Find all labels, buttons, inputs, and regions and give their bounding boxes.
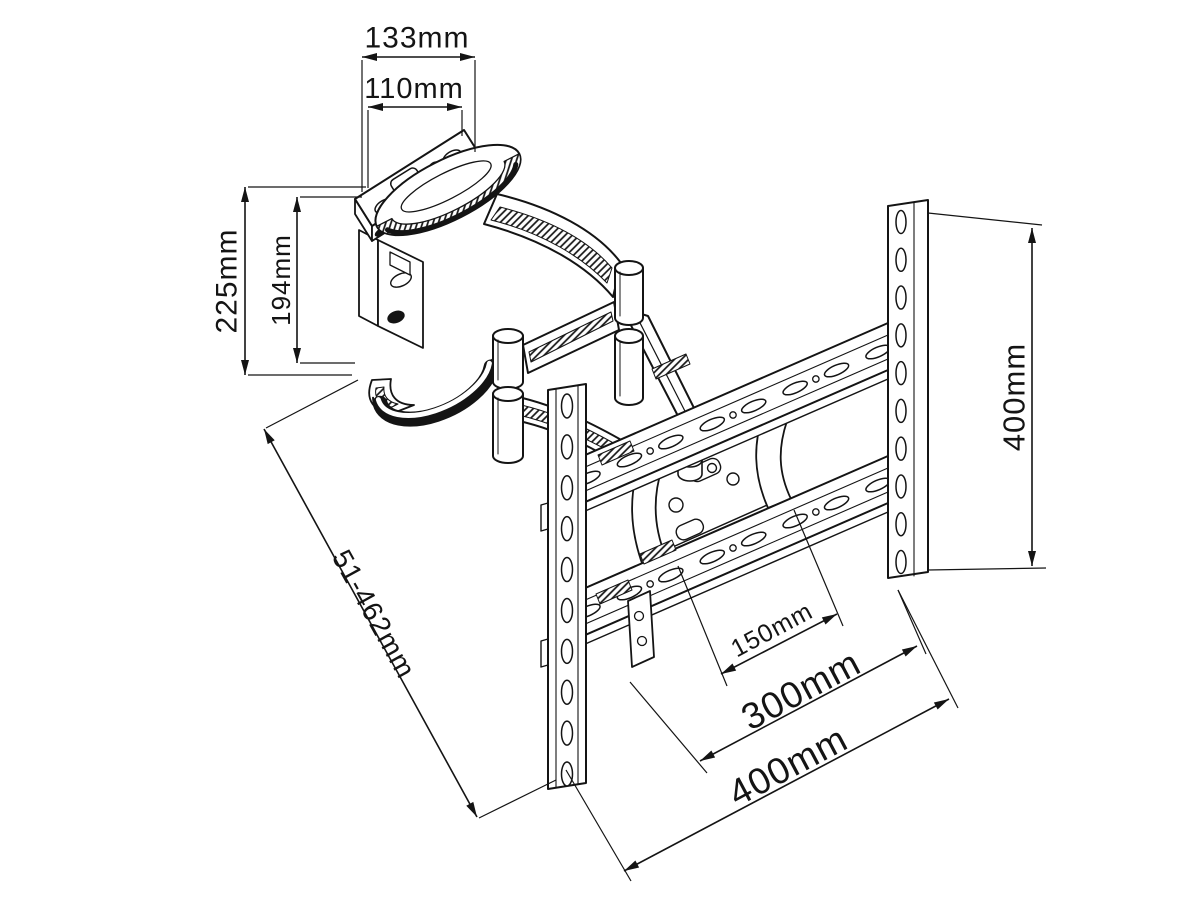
dimension-arrowhead bbox=[821, 614, 837, 625]
dimension-line bbox=[623, 698, 950, 872]
rail-hole bbox=[812, 508, 820, 516]
rail-slot bbox=[895, 549, 907, 575]
rail-slot bbox=[658, 567, 684, 583]
extension-line bbox=[265, 379, 359, 429]
tilt-swivel-plate-upper bbox=[374, 143, 522, 237]
extension-line bbox=[565, 769, 632, 882]
rail-slot bbox=[740, 531, 767, 547]
dimension-arrowhead bbox=[1028, 551, 1036, 566]
rail-slot bbox=[895, 398, 907, 424]
dimension-arrowhead bbox=[241, 360, 249, 375]
rail-slot bbox=[560, 597, 574, 624]
rail-hole bbox=[646, 447, 654, 455]
dimension-arrowhead bbox=[241, 187, 249, 202]
dimension-plate-width-inner: 110mm bbox=[364, 73, 464, 188]
rail-slot bbox=[658, 434, 684, 450]
dimension-label-extension-range: 51-462mm bbox=[326, 544, 422, 683]
rail-slot bbox=[699, 416, 726, 432]
extension-line bbox=[629, 681, 708, 774]
rail-slot bbox=[560, 679, 574, 705]
dimension-plate-height-inner: 194mm bbox=[266, 196, 362, 364]
rail-slot bbox=[895, 511, 907, 537]
rail-slot bbox=[560, 761, 574, 787]
rail-slot bbox=[616, 452, 643, 468]
dimension-label-plate-width-inner: 110mm bbox=[364, 73, 464, 105]
rail-slot bbox=[895, 474, 907, 499]
articulating-arm-upper bbox=[483, 193, 622, 298]
rail-slot bbox=[823, 495, 850, 511]
wall-rail-right-vertical bbox=[887, 199, 929, 579]
rail-hole bbox=[729, 544, 737, 552]
dimension-label-plate-height-inner: 194mm bbox=[266, 234, 296, 326]
dimension-arrowhead bbox=[721, 663, 737, 674]
lower-rail-bracket bbox=[627, 590, 655, 668]
extension-line bbox=[897, 589, 959, 709]
rail-slot bbox=[560, 515, 574, 542]
dimension-label-wall-plate-height: 400mm bbox=[997, 343, 1032, 451]
dimension-label-plate-width-outer: 133mm bbox=[364, 22, 469, 55]
dimension-arrowhead bbox=[466, 801, 477, 817]
dimension-label-plate-height-outer: 225mm bbox=[211, 228, 244, 333]
rail-slot bbox=[895, 436, 907, 461]
tilt-swivel-plate-lower bbox=[368, 358, 499, 427]
dimension-arrowhead bbox=[447, 103, 462, 111]
pivot-post-wrist bbox=[492, 328, 524, 464]
extension-line bbox=[927, 567, 1047, 571]
dimension-arrowhead bbox=[460, 53, 475, 61]
dimension-arrowhead bbox=[293, 348, 301, 363]
rail-slot-holes-vertical bbox=[560, 209, 907, 787]
dimension-plate-height-outer: 225mm bbox=[211, 186, 366, 376]
rail-hole bbox=[729, 411, 737, 419]
rail-slot bbox=[895, 323, 907, 348]
extension-line bbox=[927, 212, 1043, 226]
dimension-plate-width-outer: 133mm bbox=[361, 22, 476, 192]
dimension-line bbox=[720, 613, 838, 675]
rail-slot bbox=[782, 513, 808, 529]
rail-slot bbox=[823, 362, 850, 378]
rail-slot bbox=[699, 549, 726, 565]
dimension-arrowhead bbox=[1028, 228, 1036, 243]
rail-slot bbox=[560, 393, 574, 419]
rail-slot bbox=[560, 556, 574, 583]
dimension-wall-plate-height: 400mm bbox=[927, 212, 1047, 571]
rail-mount-pads bbox=[595, 353, 691, 605]
rail-slot bbox=[895, 247, 907, 273]
rail-hole bbox=[812, 375, 820, 383]
rail-slot bbox=[740, 398, 767, 414]
dimension-line bbox=[699, 645, 918, 762]
dimension-arrowhead bbox=[362, 53, 377, 61]
pivot-post-elbow bbox=[614, 260, 644, 406]
rail-slot bbox=[560, 638, 574, 665]
articulating-arm-middle-link bbox=[522, 301, 620, 374]
extension-line bbox=[793, 509, 844, 627]
dimension-arrowhead bbox=[624, 860, 640, 871]
dimension-arrowhead bbox=[901, 646, 917, 657]
rail-slot bbox=[895, 360, 907, 386]
dimension-arrowhead bbox=[700, 750, 716, 761]
rail-slot bbox=[560, 720, 574, 746]
dimension-arrowhead bbox=[933, 699, 949, 710]
rail-slot bbox=[560, 475, 574, 501]
dimension-label-wall-plate-width: 400mm bbox=[722, 718, 855, 814]
rail-slot bbox=[560, 434, 574, 460]
rail-hole bbox=[646, 580, 654, 588]
extension-line bbox=[677, 565, 728, 687]
rail-slot bbox=[895, 285, 907, 310]
dimension-label-hole-span-150: 150mm bbox=[726, 597, 817, 663]
dimension-arrowhead bbox=[293, 197, 301, 212]
dimension-arrowhead bbox=[368, 103, 383, 111]
rail-slot-holes-horizontal bbox=[575, 344, 891, 619]
extension-line bbox=[897, 589, 927, 655]
dimension-arrowhead bbox=[264, 429, 275, 445]
dimension-line bbox=[263, 428, 478, 818]
tv-plate-rear-bracket bbox=[358, 229, 424, 349]
wall-rail-left-vertical bbox=[540, 383, 587, 790]
rail-slot bbox=[782, 380, 808, 396]
rail-slot bbox=[895, 209, 907, 235]
extension-line bbox=[478, 779, 557, 819]
